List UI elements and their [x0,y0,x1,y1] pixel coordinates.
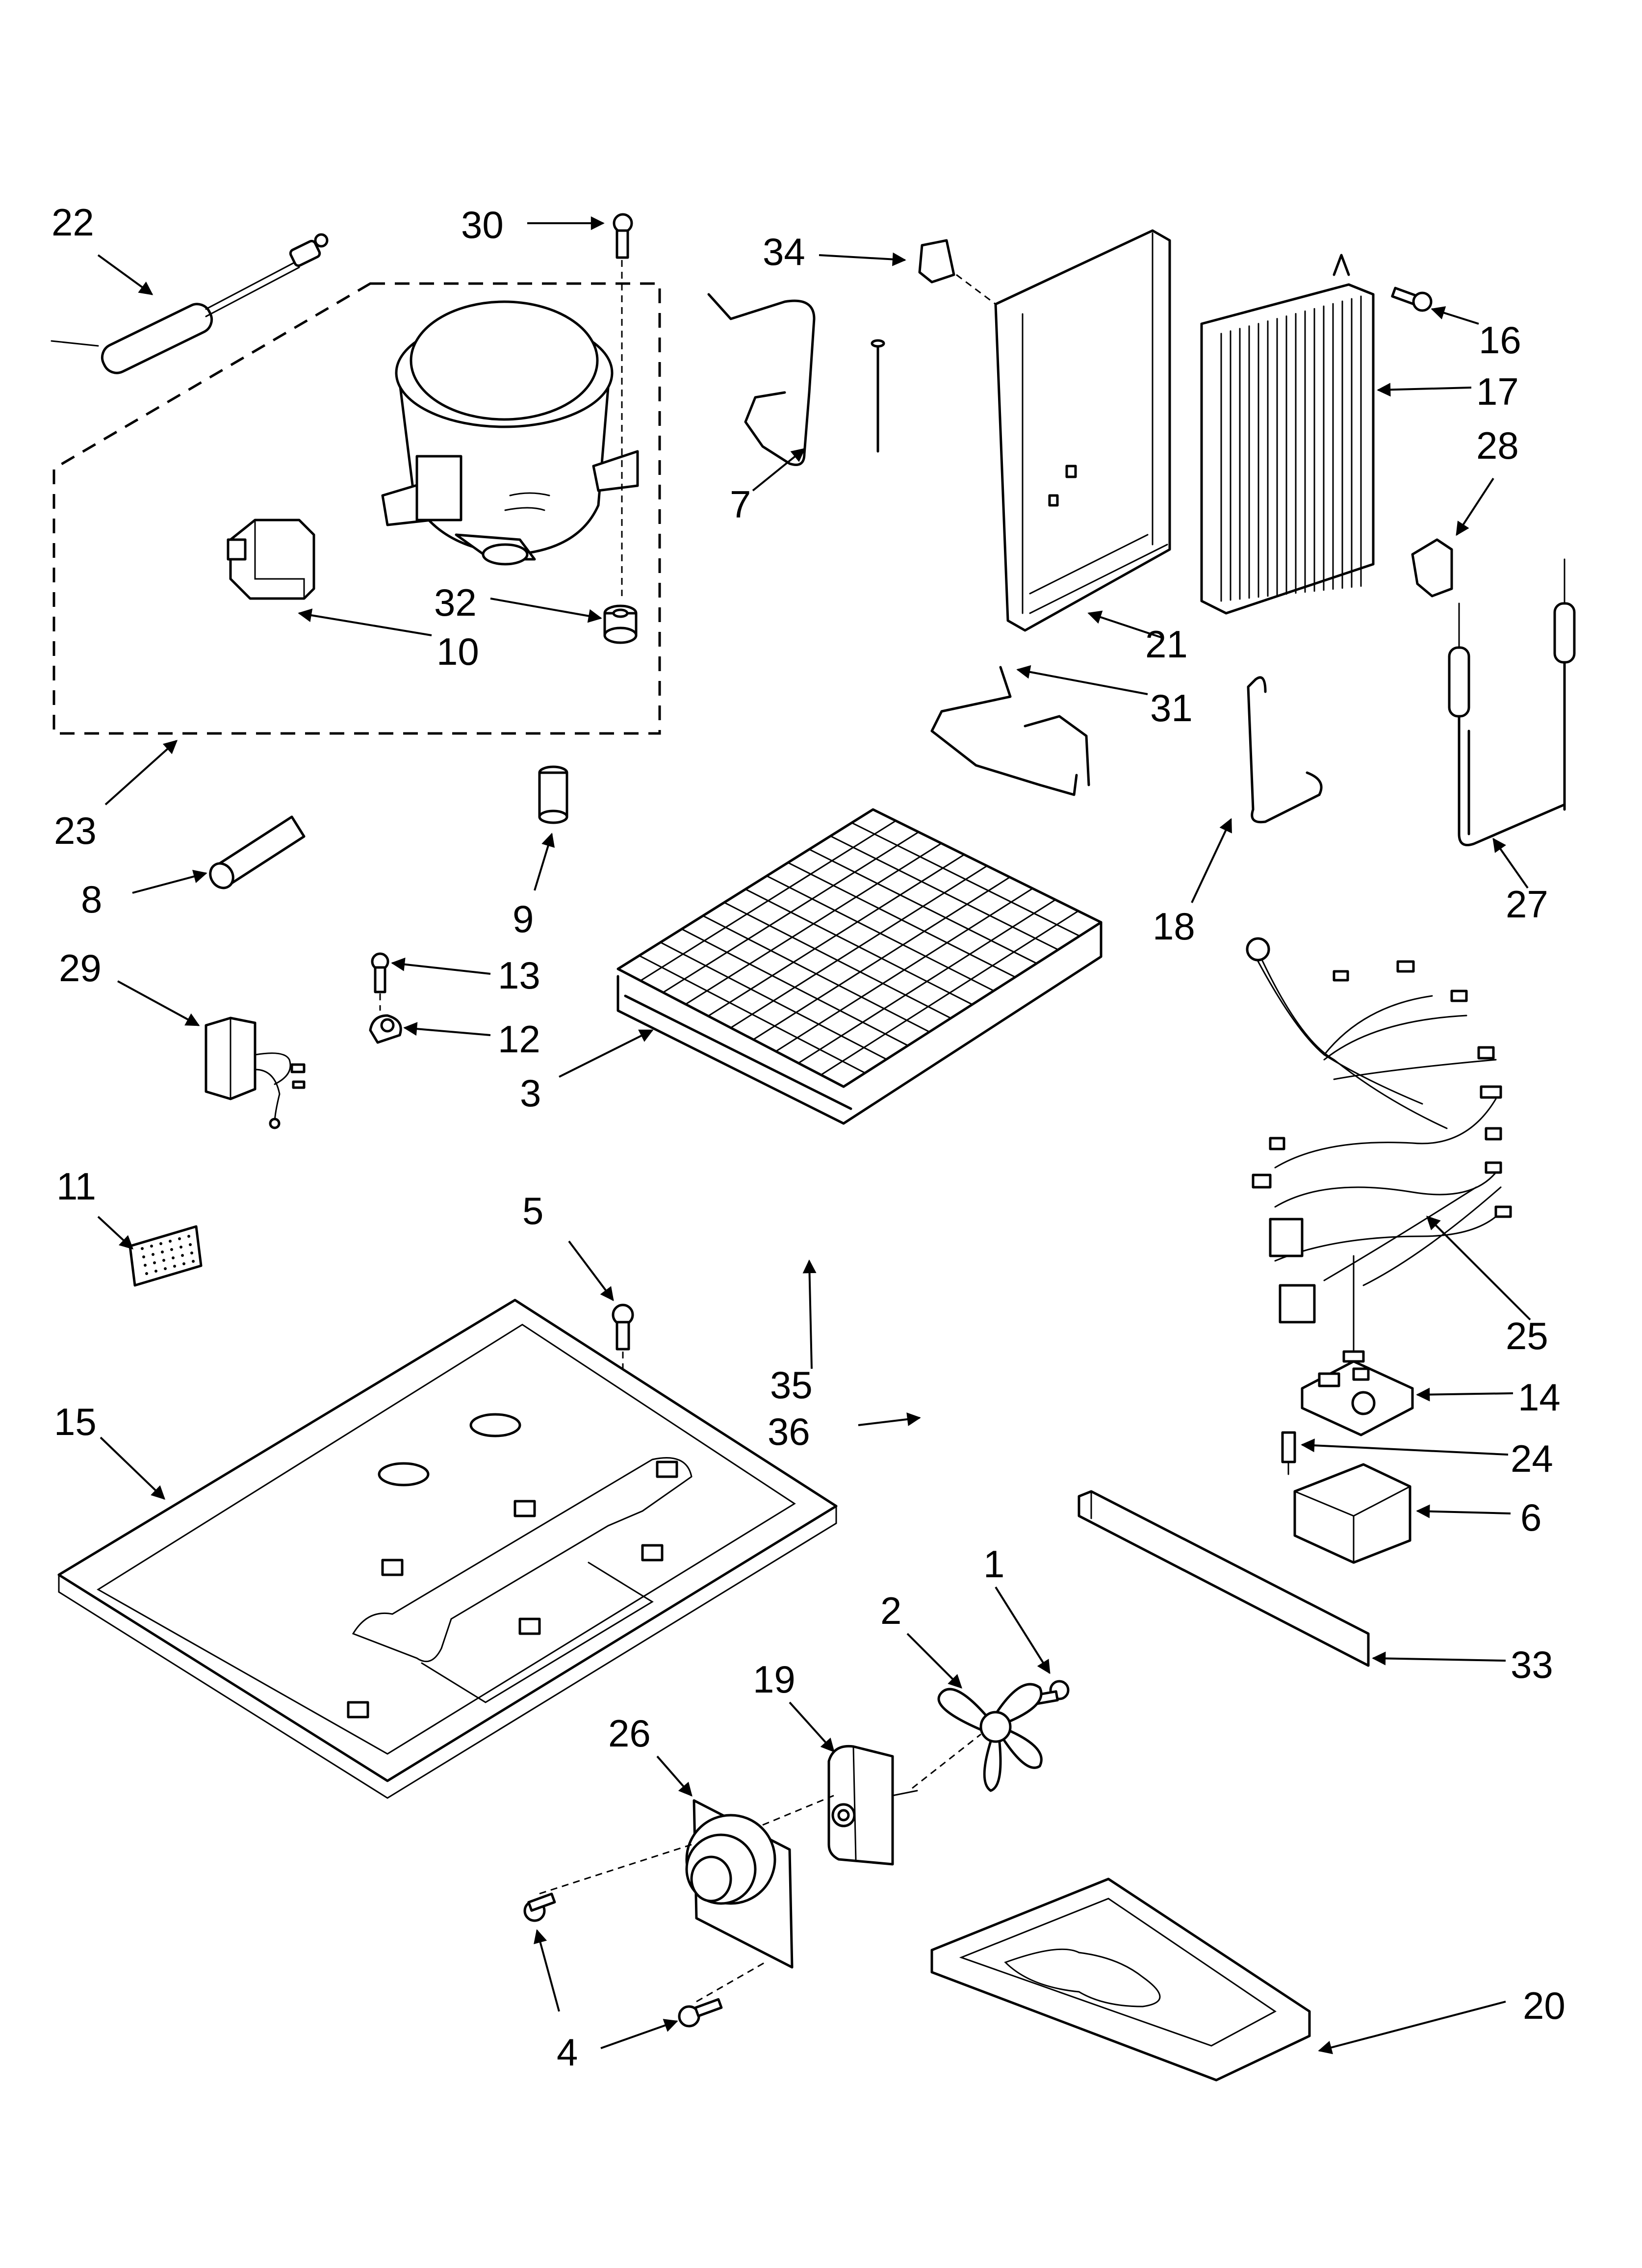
label-7: 7 [730,483,751,526]
sensor-24-drawing [1281,1431,1296,1475]
label-33: 33 [1511,1643,1553,1686]
grommet-32-drawing [603,604,638,644]
evaporator-3-drawing [616,808,1103,1125]
label-24: 24 [1511,1437,1553,1480]
drier-filter-drawing [51,233,329,374]
bracket-28-drawing [1411,538,1453,598]
label-28: 28 [1476,424,1519,467]
label-4: 4 [557,2031,578,2074]
label-1: 1 [983,1542,1004,1586]
screws-4-drawing [523,1892,723,2028]
label-22: 22 [51,201,94,244]
screw-16-drawing [1391,287,1433,312]
label-8: 8 [81,878,102,921]
clamp-12-drawing [369,1014,402,1044]
compressor-drawing [381,300,639,566]
label-35: 35 [770,1363,813,1407]
tube-31-drawing [930,666,1090,796]
label-31: 31 [1150,686,1193,730]
tube-7-drawing [707,293,885,466]
label-23: 23 [54,809,97,852]
shroud-21-drawing [994,229,1171,632]
strip-33-drawing [1078,1490,1370,1667]
part-9-drawing [538,765,568,824]
part-29-drawing [205,1017,306,1129]
part-labels: 22 30 34 16 17 28 7 32 10 21 31 23 9 8 1… [51,201,1565,2074]
label-19: 19 [753,1658,795,1701]
label-16: 16 [1479,318,1521,362]
fan-shroud-26-drawing [539,1795,834,2003]
label-32: 32 [434,581,477,624]
compressor-assembly-dashed-box [52,282,661,735]
box-6-drawing [1293,1463,1411,1564]
label-11: 11 [56,1165,96,1208]
part-8-drawing [209,815,306,889]
wire-harness-25-drawing [1246,937,1512,1363]
label-17: 17 [1476,370,1519,413]
control-board-14-drawing [1301,1360,1414,1436]
label-13: 13 [498,954,540,997]
screw-13-drawing [371,952,389,1011]
label-5: 5 [522,1189,543,1232]
fan-blade-2-drawing [937,1683,1043,1792]
label-29: 29 [59,946,102,990]
part-18-drawing [1247,676,1323,824]
screw-30-drawing [613,213,633,596]
part-27-drawing [1448,558,1576,846]
label-9: 9 [513,897,534,940]
label-18: 18 [1153,905,1195,948]
label-12: 12 [498,1017,540,1061]
label-20: 20 [1523,1984,1565,2027]
label-14: 14 [1518,1376,1561,1419]
condenser-17-drawing [1200,254,1375,615]
relay-drawing [227,519,315,600]
label-6: 6 [1520,1496,1541,1539]
label-30: 30 [461,203,504,246]
label-27: 27 [1506,883,1548,926]
label-36: 36 [768,1410,810,1453]
label-26: 26 [608,1712,651,1755]
leader-arrows [97,216,1531,2055]
label-2: 2 [880,1589,901,1632]
base-plate-15-drawing [57,1299,838,1799]
label-25: 25 [1506,1314,1548,1357]
clip-34-drawing [918,239,996,305]
label-34: 34 [763,230,805,273]
label-15: 15 [54,1400,97,1443]
part-11-drawing [128,1225,203,1287]
fan-motor-19-drawing [827,1733,981,1866]
drain-pan-20-drawing [930,1877,1311,2082]
label-3: 3 [520,1071,541,1115]
screw-5-drawing [612,1303,634,1379]
label-10: 10 [436,630,479,673]
label-21: 21 [1145,623,1188,666]
